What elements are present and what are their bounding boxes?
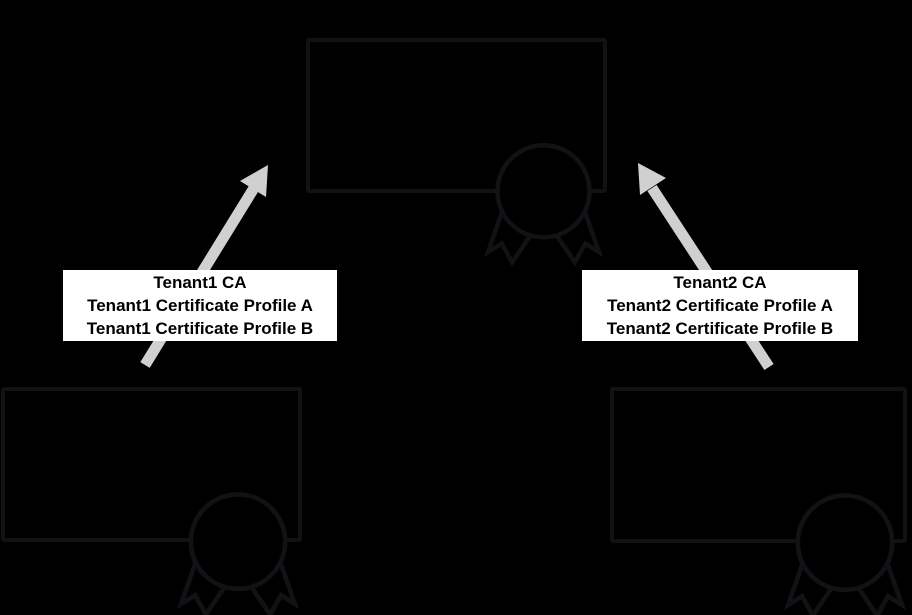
tenant1-label-line-2: Tenant1 Certificate Profile A [87,296,313,315]
tenant2-label-line-3: Tenant2 Certificate Profile B [606,319,834,338]
tenant2-label-line-1: Tenant2 CA [673,273,767,292]
root-ca-certificate-seal-icon [483,143,604,267]
seal-circle [188,492,288,592]
tenant1-arrowhead-icon [240,165,268,197]
tenant2-ca-certificate-box [610,387,907,543]
tenant2-label-line-2: Tenant2 Certificate Profile A [607,296,833,315]
seal-circle [795,493,895,593]
root-ca-certificate-box [306,38,607,193]
tenant1-label-line-1: Tenant1 CA [153,273,247,292]
tenant1-ca-certificate-box [1,387,302,542]
tenant2-ca-label: Tenant2 CA Tenant2 Certificate Profile A… [582,270,858,341]
tenant1-ca-certificate-seal-icon [176,492,300,615]
seal-circle [495,143,592,240]
tenant2-ca-certificate-seal-icon [783,493,907,615]
tenant2-arrowhead-icon [638,163,666,195]
tenant1-label-line-3: Tenant1 Certificate Profile B [86,319,314,338]
tenant1-ca-label: Tenant1 CA Tenant1 Certificate Profile A… [63,270,337,341]
